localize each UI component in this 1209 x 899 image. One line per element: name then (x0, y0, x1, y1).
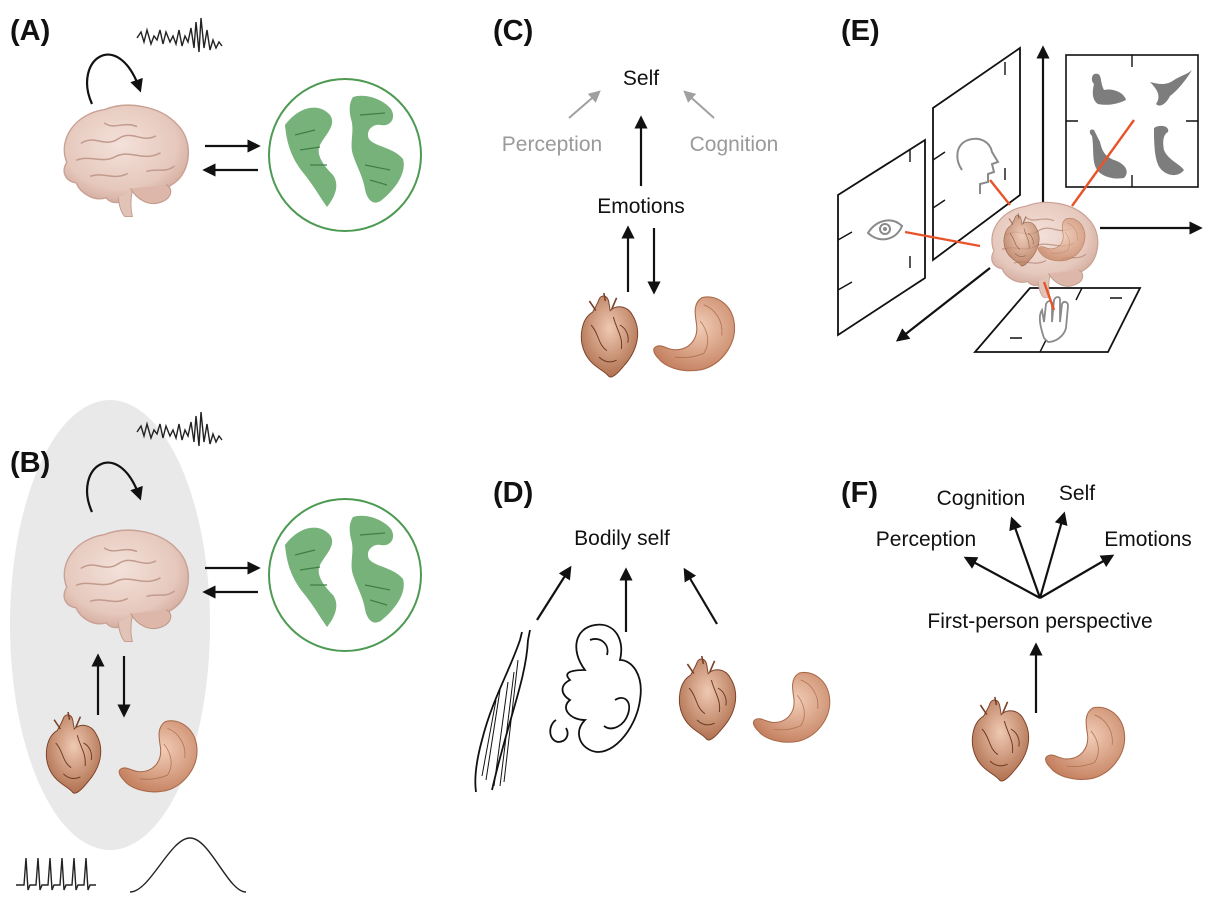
bird-icons (1089, 70, 1192, 179)
heart-icon (580, 292, 639, 378)
c-self-label: Self (623, 67, 659, 90)
panel-b-self-loop-arrow (86, 461, 143, 513)
e-tactile-panel (973, 287, 1142, 353)
f-to-emotions-arrow (1039, 554, 1115, 599)
f-to-self-arrow (1038, 511, 1068, 599)
head-profile-icon (956, 137, 1000, 194)
panel-d-label: (D) (493, 477, 533, 509)
c-perception-arrow (568, 90, 601, 119)
d-bodily-self-label: Bodily self (574, 527, 670, 550)
panel-f-label: (F) (841, 477, 878, 509)
panel-b: (B) (10, 400, 422, 893)
e-visual-panel (837, 138, 926, 337)
panel-e: (E) (837, 15, 1203, 353)
eeg-wave-b (136, 411, 223, 447)
f-to-cognition-arrow (1009, 516, 1042, 599)
bird-icon (1091, 73, 1126, 112)
bird-icon (1154, 125, 1184, 176)
d-muscle-arrow (536, 565, 572, 621)
panel-a-self-loop-arrow (86, 53, 143, 105)
panel-a-label: (A) (10, 15, 50, 47)
c-emotions-label: Emotions (597, 195, 685, 218)
panel-d: (D) Bodily self (474, 477, 831, 793)
f-emotions-label: Emotions (1104, 528, 1192, 551)
e-link-auditory (989, 179, 1011, 206)
panel-c: (C) Self Perception Cognition Emotions (493, 15, 779, 378)
eeg-wave-a (136, 17, 223, 53)
e-link-category (1071, 119, 1135, 207)
d-viscera-arrow (683, 567, 718, 625)
respiration-wave (129, 837, 247, 893)
f-fpp-label: First-person perspective (927, 610, 1152, 633)
stomach-icon (752, 671, 831, 743)
inner-ear-icon (549, 623, 642, 753)
e-auditory-panel (932, 46, 1021, 262)
e-depth-axis (895, 267, 991, 342)
globe-icon (268, 78, 422, 232)
brain-icon (63, 104, 190, 218)
f-to-perception-arrow (963, 556, 1041, 599)
heart-icon (678, 655, 737, 741)
panel-b-label: (B) (10, 447, 50, 479)
bird-icon (1089, 129, 1127, 179)
globe-icon (268, 498, 422, 652)
f-fan-arrows (963, 511, 1115, 599)
stomach-icon (1045, 706, 1126, 780)
f-perception-label: Perception (876, 528, 976, 551)
ecg-wave (16, 857, 96, 891)
hand-icon (1038, 296, 1069, 343)
panel-c-label: (C) (493, 15, 533, 47)
c-cognition-label: Cognition (690, 133, 779, 156)
f-cognition-label: Cognition (937, 487, 1026, 510)
panel-a: (A) (10, 15, 422, 232)
bird-icon (1150, 70, 1192, 106)
f-self-label: Self (1059, 482, 1095, 505)
muscle-icon (474, 629, 531, 793)
e-link-visual (904, 230, 981, 248)
heart-icon (971, 696, 1030, 782)
c-perception-label: Perception (502, 133, 602, 156)
panel-f: (F) Cognition Self Perception Emotions F… (841, 477, 1192, 782)
c-cognition-arrow (683, 90, 715, 119)
stomach-icon (653, 296, 736, 372)
panel-e-label: (E) (841, 15, 880, 47)
eye-icon (866, 219, 904, 241)
e-link-tactile (1042, 281, 1056, 311)
